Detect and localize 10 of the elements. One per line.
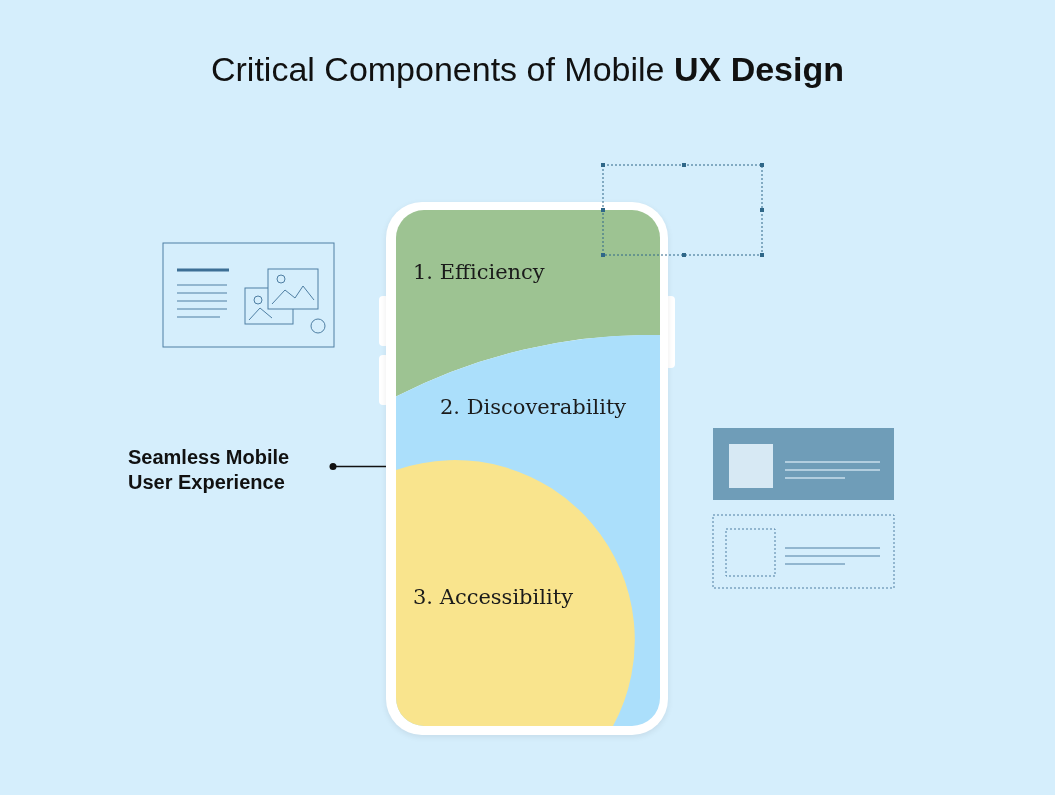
screen-region	[396, 210, 660, 397]
leader-line	[329, 463, 387, 470]
screen-region	[396, 460, 635, 726]
region-label: 1. Efficiency	[413, 260, 545, 284]
phone-frame	[386, 202, 668, 735]
screen-region	[396, 335, 660, 726]
callout-text: Seamless Mobile User Experience	[128, 445, 291, 495]
title: Critical Components of Mobile UX Design	[210, 50, 845, 89]
region-label: 3. Accessibility	[413, 585, 573, 609]
region-label: 2. Discoverability	[440, 395, 627, 419]
